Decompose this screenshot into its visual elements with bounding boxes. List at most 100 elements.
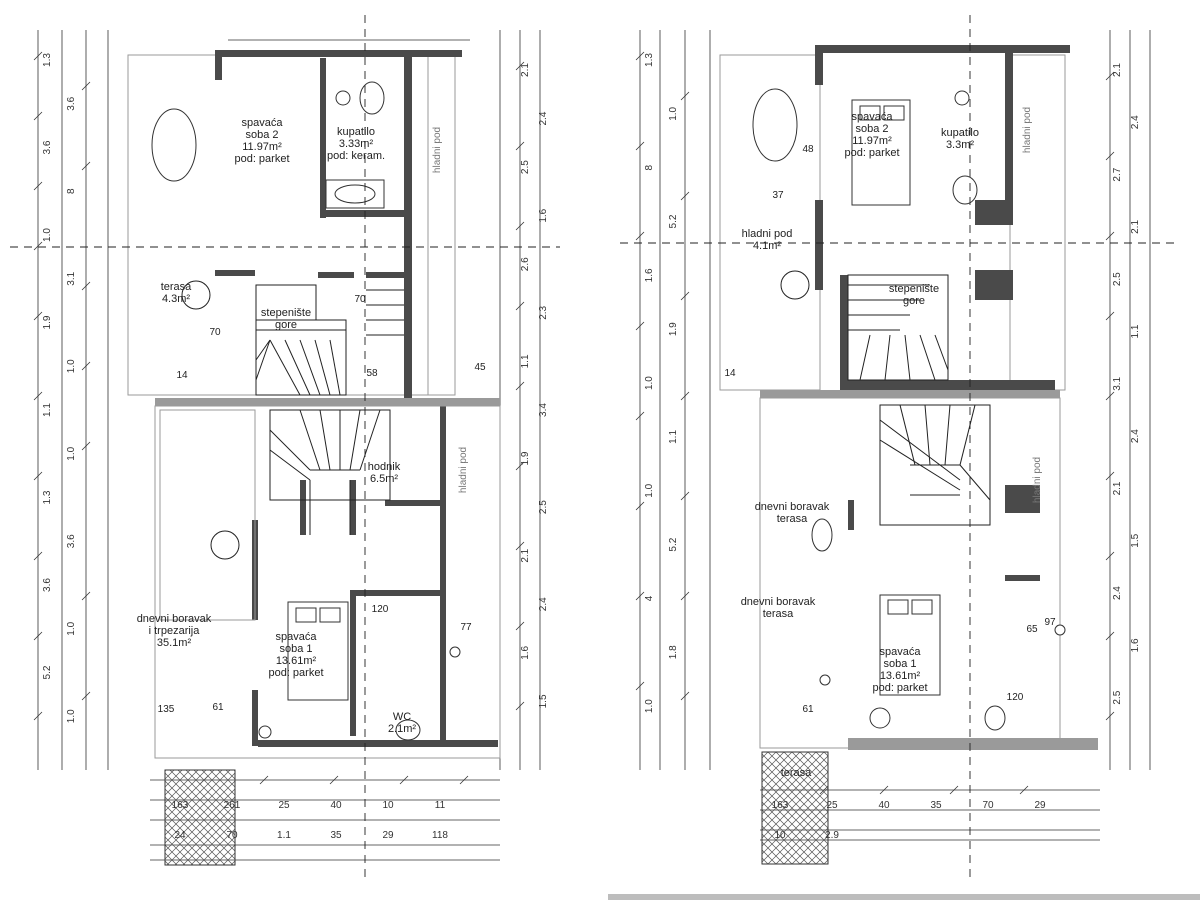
right-room-label: pod: parket [844,147,899,159]
left-room-label: kupatilo [337,126,375,138]
right-dimension-right: 2.4 [1112,586,1123,600]
right-dimension-bottom: 35 [930,800,942,811]
right-upper-staircase [847,274,949,381]
right-dimension-left: 5.2 [668,214,679,228]
left-room-label: 13.61m² [276,655,317,667]
left-room-label: 11.97m² [242,141,282,153]
right-dimension-bottom: 29 [1034,800,1046,811]
right-dimension-bottom: 2.9 [825,830,839,841]
left-room-label: WC [393,711,411,723]
right-dimension-note: 97 [1044,617,1056,628]
left-room-label: spavaća [242,117,284,129]
right-room-label: 11.97m² [852,135,892,147]
left-dimension-right: 2.5 [520,160,531,174]
right-dimension-left: 1.3 [644,53,655,67]
left-lower-staircase [269,409,391,535]
left-dimension-right: 1.6 [538,208,549,222]
left-dimension-note: 77 [460,622,472,633]
right-upper-floor-walls [760,45,1070,398]
left-dimension-bottom: 261 [224,800,241,811]
right-dimension-right: 2.5 [1112,272,1123,286]
left-dimension-left: 1.0 [42,228,53,242]
right-dimension-bottom: 163 [772,800,789,811]
left-dimension-bottom: 163 [172,800,189,811]
right-room-label: soba 1 [883,658,916,670]
right-dimension-note: 65 [1026,624,1038,635]
left-dimension-note: 70 [209,327,221,338]
left-dimension-left: 1.0 [66,359,77,373]
left-dimension-right: 2.1 [520,63,531,77]
left-dimension-left: 1.0 [66,709,77,723]
right-room-label: terasa [777,513,808,525]
left-room-label: soba 1 [279,643,312,655]
left-dimension-right: 2.3 [538,305,549,319]
right-dimension-right: 1.6 [1130,638,1141,652]
right-room-label: dnevni boravak [755,501,830,513]
left-side-label: hladni pod [458,447,469,493]
right-dimension-right: 2.5 [1112,690,1123,704]
right-dimension-right: 2.1 [1112,63,1123,77]
right-floor-plan [620,15,1175,880]
right-lower-staircase [879,404,991,526]
left-dimension-right: 3.4 [538,403,549,417]
right-room-label: soba 2 [855,123,888,135]
left-dimension-note: 70 [354,294,366,305]
left-dimension-bottom: 1.1 [277,830,291,841]
left-dimension-left: 1.9 [42,315,53,329]
left-room-label: hodnik [368,461,401,473]
left-upper-floor-walls [155,50,500,406]
right-dimension-right: 3.1 [1112,376,1123,390]
left-dimension-right: 1.1 [520,354,531,368]
right-side-label: hladni pod [1032,457,1043,503]
right-room-label: stepenište [889,283,939,295]
right-dimension-bottom: 70 [982,800,994,811]
right-room-label: spavaća [880,646,922,658]
right-room-label: terasa [781,767,812,779]
right-room-label: 13.61m² [880,670,921,682]
left-room-label: pod: keram. [327,150,385,162]
left-dimension-bottom: 40 [330,800,342,811]
right-dimension-left: 1.9 [668,322,679,336]
right-side-label: hladni pod [1022,107,1033,153]
bottom-scroll-bar [608,894,1200,900]
left-dimension-note: 120 [372,604,389,615]
right-dimension-left: 4 [644,595,655,601]
right-dimension-right: 2.4 [1130,429,1141,443]
left-dimension-left: 1.0 [66,621,77,635]
right-terrace-hatch [761,751,829,865]
left-floor-plan [10,15,560,880]
left-dimension-bottom: 70 [226,830,238,841]
left-upper-staircase [255,284,404,396]
left-room-label: terasa [161,281,192,293]
right-room-label: 3.3m² [946,139,974,151]
left-dimension-right: 2.1 [520,548,531,562]
left-dimension-right: 1.9 [520,451,531,465]
right-dimension-bottom: 25 [826,800,838,811]
right-dimension-left: 1.6 [644,268,655,282]
right-dimension-right: 2.4 [1130,115,1141,129]
right-lower-floor-walls [848,485,1098,750]
left-room-label: 35.1m² [157,637,192,649]
left-dimension-left: 1.0 [66,446,77,460]
left-dimension-right: 1.6 [520,645,531,659]
left-room-label: 4.3m² [162,293,190,305]
right-dimension-bottom: 40 [878,800,890,811]
right-dimension-left: 1.0 [644,483,655,497]
right-dimension-left: 5.2 [668,537,679,551]
left-dimension-note: 135 [158,704,175,715]
left-dimension-bottom: 118 [432,830,448,841]
right-room-label: gore [903,295,925,307]
right-dimension-left: 1.0 [644,376,655,390]
left-dimension-right: 2.4 [538,597,549,611]
left-room-label: stepenište [261,307,311,319]
left-dimension-note: 61 [212,702,224,713]
left-room-label: pod: parket [268,667,323,679]
left-room-label: pod: parket [234,153,289,165]
right-dimension-note: 120 [1007,692,1024,703]
left-dimension-left: 1.1 [42,403,53,417]
right-room-label: terasa [763,608,794,620]
right-dimension-note: 48 [802,144,814,155]
left-dimension-right: 2.5 [538,500,549,514]
left-dimension-right: 2.4 [538,111,549,125]
